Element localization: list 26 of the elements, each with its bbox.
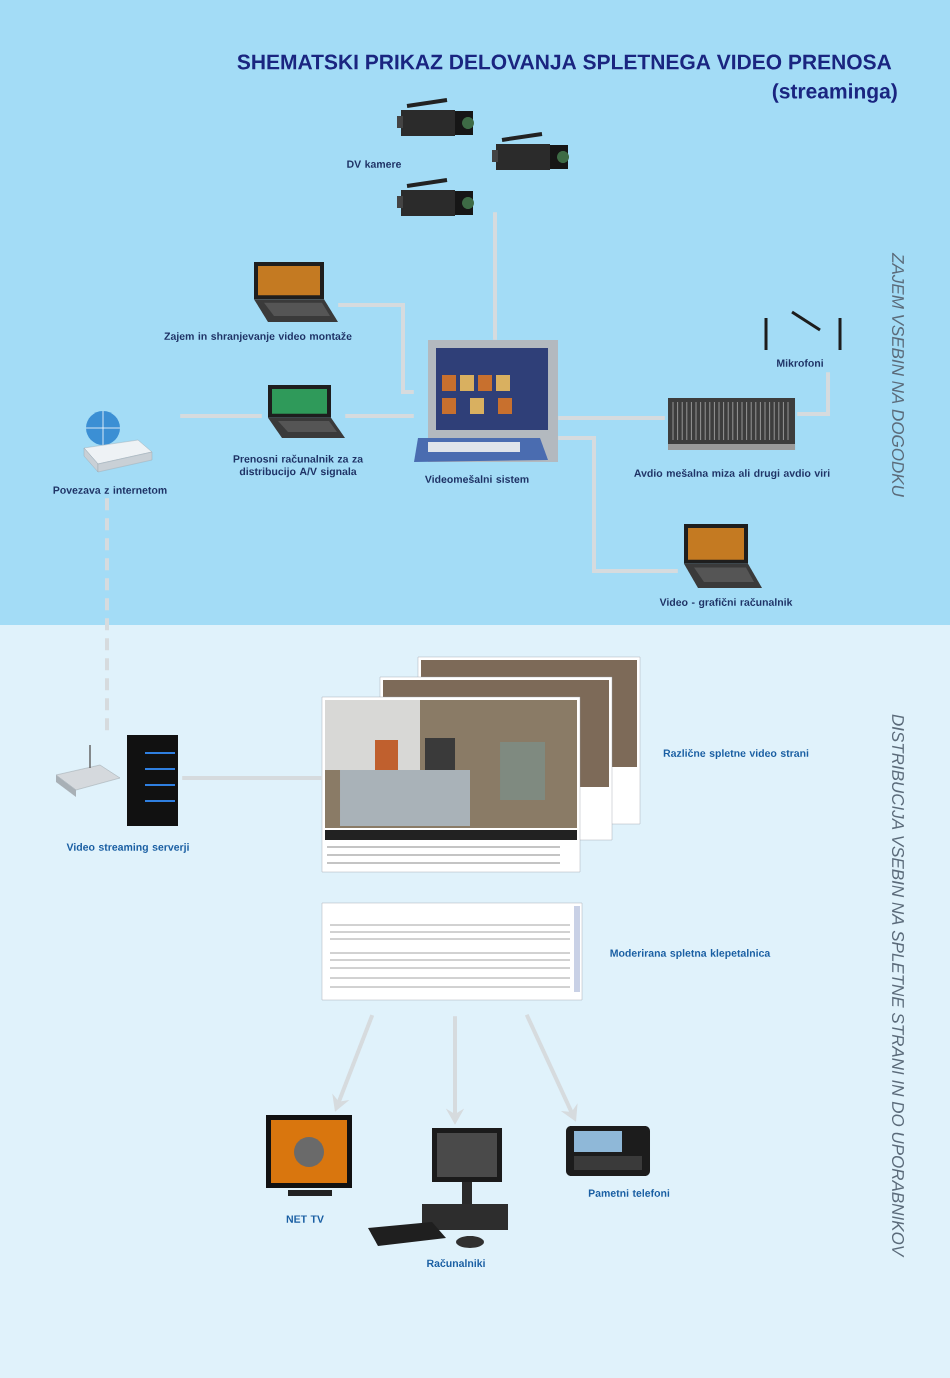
connector-line: [338, 303, 414, 394]
subtitle: (streaminga): [772, 83, 897, 103]
device-caption: Računalniki: [427, 1259, 485, 1267]
connector-line: [493, 212, 497, 340]
device-caption: Moderirana spletna klepetalnica: [610, 949, 771, 959]
device-caption: Zajem in shranjevanje video montaže: [164, 332, 352, 342]
device-caption: Različne spletne video strani: [663, 749, 809, 759]
device-caption: Video - grafični računalnik: [659, 598, 793, 609]
device-caption: Povezava z internetom: [53, 486, 167, 494]
device-caption: Avdio mešalna miza ali drugi avdio viri: [634, 469, 830, 480]
device-caption: Mikrofoni: [777, 359, 823, 367]
device-caption: Video streaming serverji: [66, 843, 189, 853]
device-caption: DV kamere: [347, 160, 402, 168]
connector-line: [558, 436, 678, 573]
device-caption: NET TV: [286, 1215, 324, 1223]
connector-line: [345, 414, 414, 418]
section-label: DISTRIBUCIJA VSEBIN NA SPLETNE STRANI IN DO UPORABNIKOV: [892, 714, 905, 1258]
connector-line: [105, 498, 109, 733]
section-label: ZAJEM VSEBIN NA DOGODKU: [892, 252, 905, 497]
title: SHEMATSKI PRIKAZ DELOVANJA SPLETNEGA VIDEO PRENOSA: [237, 54, 892, 70]
device-caption: Videomešalni sistem: [424, 475, 529, 483]
connector-line: [558, 416, 665, 420]
connector-line: [180, 414, 262, 418]
device-caption: Pametni telefoni: [588, 1189, 670, 1197]
connector-line: [797, 372, 830, 416]
device-caption: Prenosni računalnik za za distribucijo A/V signala: [233, 454, 364, 478]
